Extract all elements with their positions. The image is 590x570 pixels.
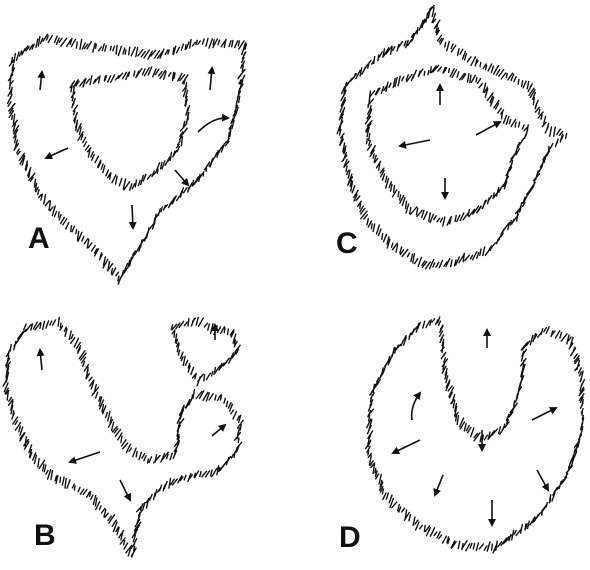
panel-c-inner-outline	[366, 65, 529, 226]
panel-c-arrow-2	[400, 140, 430, 146]
panel-c-outer-outline	[337, 6, 567, 269]
panel-a-arrow-6	[132, 205, 133, 228]
panel-b-arrow-4	[120, 480, 130, 500]
panel-b-arrow-1	[40, 350, 42, 370]
growth-arrows	[40, 68, 556, 525]
panel-a-arrow-1	[40, 72, 42, 90]
panel-d-outline	[366, 317, 585, 553]
panel-d-arrow-6	[435, 475, 443, 495]
panel-a-arrow-2	[210, 68, 212, 90]
panel-b-arrow-2	[70, 452, 100, 462]
panel-a-inner-outline	[70, 67, 189, 190]
panel-b-arrow-3	[212, 425, 225, 436]
panel-c-arrow-3	[476, 122, 500, 135]
panel-b-small-outline	[171, 317, 240, 385]
panel-d-arrow-8	[537, 470, 548, 490]
panel-label-d: D	[339, 523, 361, 553]
panel-a-arrow-4	[46, 148, 68, 158]
panel-a-arrow-5	[175, 170, 188, 185]
panel-label-b: B	[34, 521, 56, 551]
panel-label-c: C	[336, 229, 358, 259]
panel-d-arrow-5	[532, 408, 556, 420]
panel-label-a: A	[28, 224, 50, 254]
panel-a-arrow-3	[198, 118, 228, 132]
panel-d-arrow-3	[393, 440, 420, 453]
panel-d-arrow-2	[412, 393, 420, 420]
hatched-outlines	[3, 6, 584, 557]
